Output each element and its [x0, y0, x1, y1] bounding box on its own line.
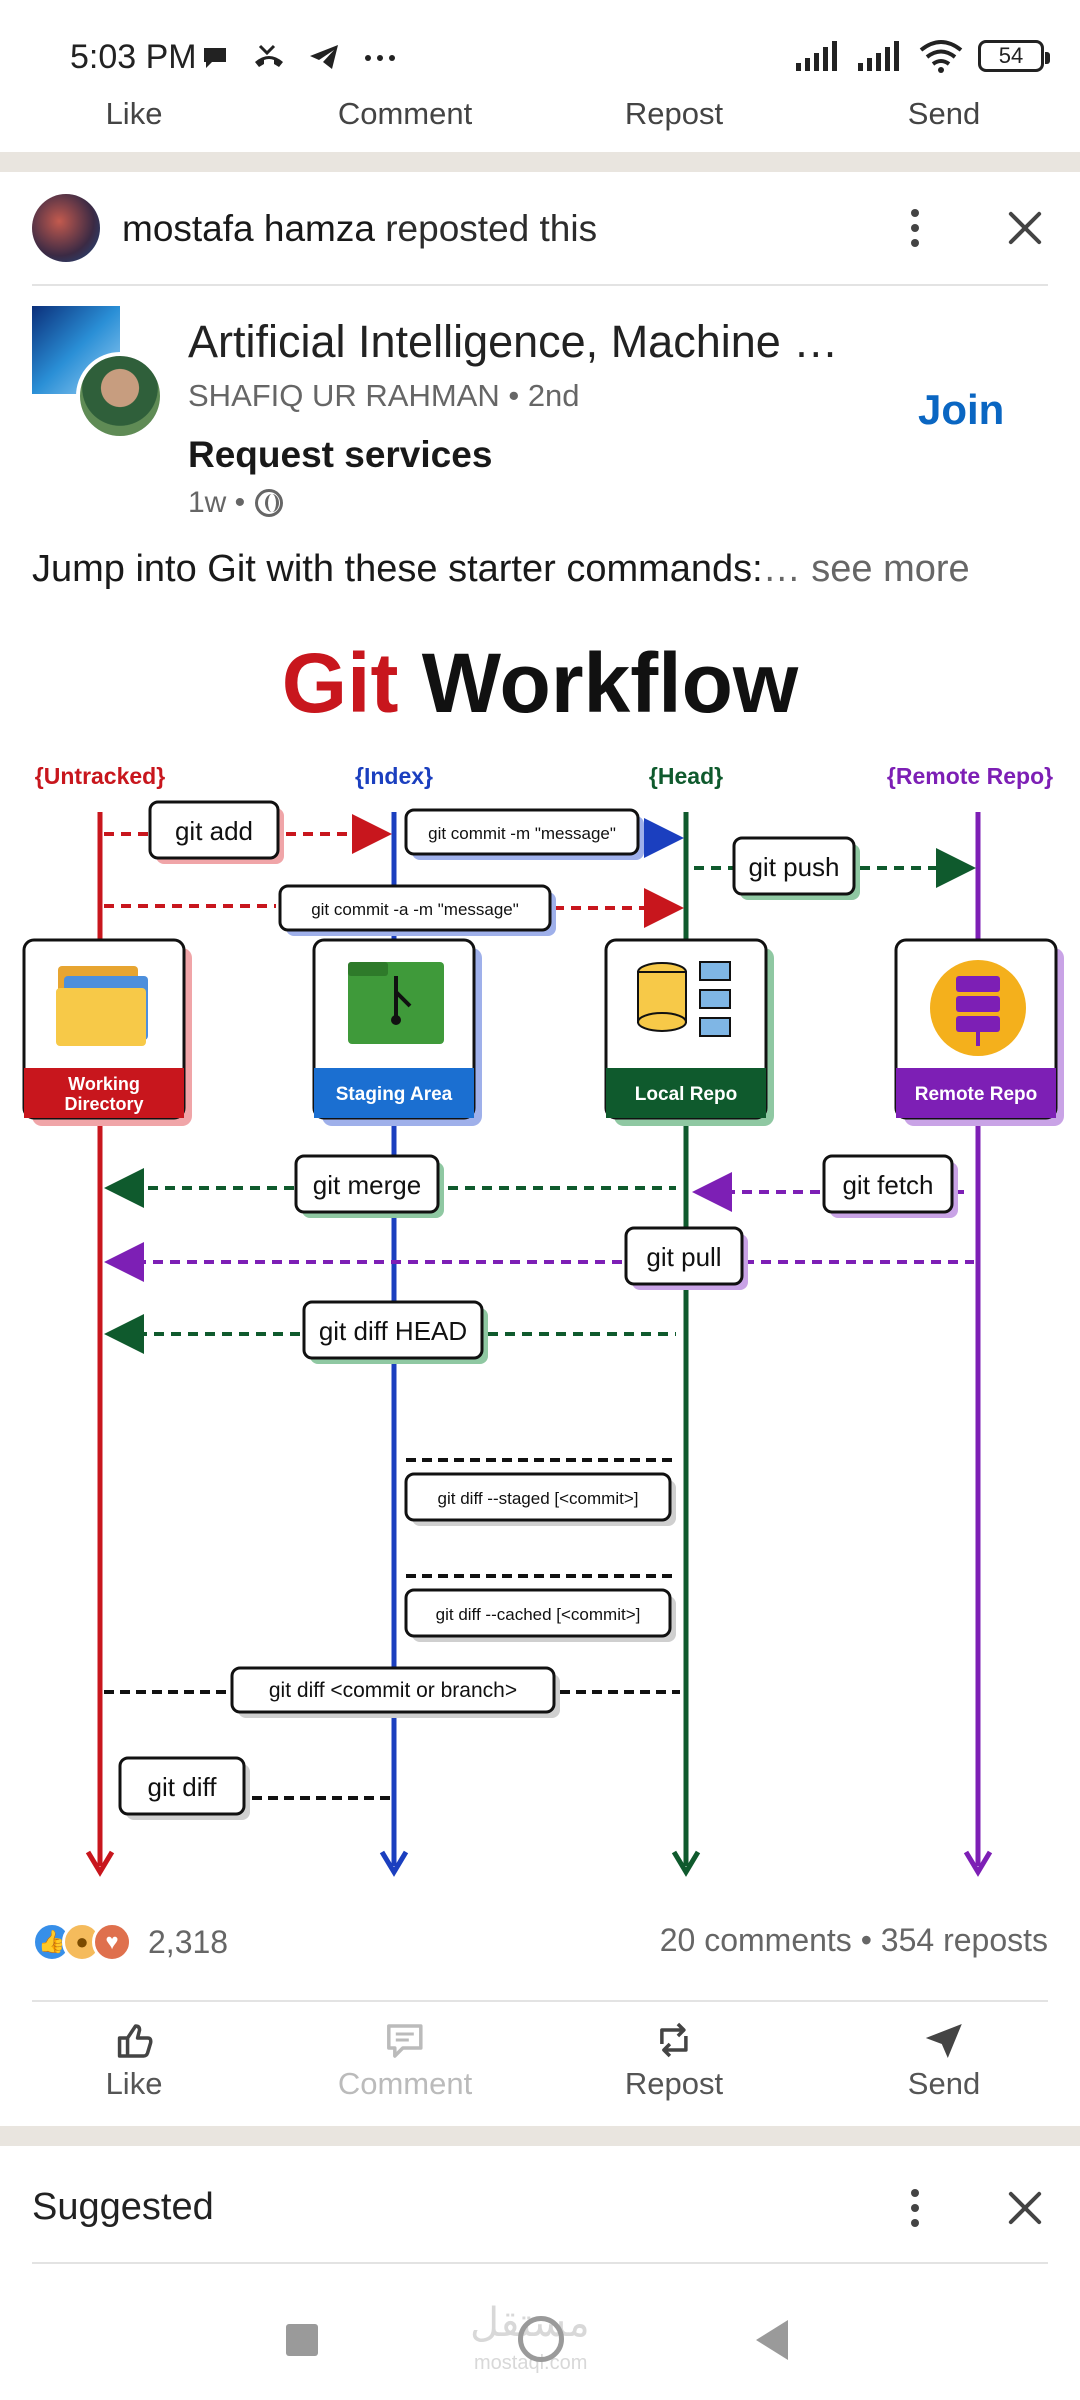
join-button[interactable]: Join — [918, 386, 1005, 433]
reactions-summary[interactable]: 👍 ● ♥ 2,318 — [32, 1914, 228, 1970]
like-action[interactable]: Like — [105, 2018, 163, 2102]
signal-icon — [858, 41, 899, 71]
reposter-name[interactable]: mostafa hamza — [122, 208, 375, 249]
remote-repo-box: Remote Repo — [894, 938, 1064, 1126]
love-reaction-icon: ♥ — [92, 1922, 132, 1962]
feed-divider — [0, 2126, 1080, 2146]
working-directory-box: Working Directory — [22, 938, 192, 1126]
git-workflow-diagram: Git Workflow {Untracked} {Index} {Head} … — [22, 636, 1064, 1877]
header-separator — [32, 284, 1048, 286]
status-time: 5:03 PM — [70, 38, 197, 76]
repost-label[interactable]: mostafa hamza reposted this — [122, 208, 597, 250]
cmd-git-add: git add — [175, 816, 253, 846]
chat-bubble-icon — [204, 48, 226, 68]
comment-label: Comment — [337, 2066, 473, 2101]
tag-head: {Head} — [649, 763, 723, 789]
like-button[interactable]: Like — [105, 96, 163, 131]
send-label: Send — [907, 2066, 981, 2101]
box-label-staging: Staging Area — [336, 1084, 453, 1105]
cmd-git-diff-head: git diff HEAD — [319, 1316, 467, 1346]
cmd-git-diff-cached: git diff --cached [<commit>] — [436, 1605, 641, 1624]
cmd-git-commit-am: git commit -a -m "message" — [311, 900, 519, 919]
system-navigation-bar: مستقل mostaql.com — [0, 2276, 1080, 2400]
more-options-icon[interactable] — [895, 2180, 935, 2236]
comment-button[interactable]: Comment — [337, 96, 473, 131]
tag-remote: {Remote Repo} — [887, 763, 1053, 789]
suggested-header: Suggested — [0, 2148, 1080, 2258]
reaction-count[interactable]: 2,318 — [148, 1923, 229, 1960]
send-action[interactable]: Send — [908, 2018, 980, 2102]
battery-icon: 54 — [978, 40, 1050, 72]
suggested-separator — [32, 2262, 1048, 2264]
comment-icon — [387, 2024, 423, 2058]
cmd-git-push: git push — [748, 852, 839, 882]
box-label-working-1: Working — [68, 1074, 140, 1094]
suggested-label: Suggested — [32, 2186, 214, 2228]
status-bar: 5:03 PM 54 — [0, 0, 1080, 92]
comments-reposts-count[interactable]: 20 comments • 354 reposts — [659, 1922, 1048, 1958]
post-age: 1w • — [188, 486, 246, 519]
more-options-icon[interactable] — [895, 200, 935, 256]
repost-icon — [660, 2022, 688, 2058]
home-icon[interactable] — [518, 2316, 564, 2362]
repost-label: Repost — [624, 2066, 724, 2101]
author-avatar[interactable] — [76, 352, 164, 440]
author-line: SHAFIQ UR RAHMAN • 2nd — [188, 378, 580, 413]
watermark-url: mostaql.com — [474, 2352, 588, 2374]
cmd-git-diff: git diff — [148, 1772, 218, 1802]
close-icon[interactable] — [997, 2180, 1053, 2236]
cmd-git-diff-staged: git diff --staged [<commit>] — [438, 1489, 639, 1508]
globe-icon — [255, 489, 284, 517]
repost-button[interactable]: Repost — [624, 96, 724, 131]
tag-index: {Index} — [355, 763, 433, 789]
thumbs-up-icon — [118, 2024, 153, 2058]
back-icon[interactable] — [756, 2320, 788, 2360]
previous-post-actions: Like Comment Repost Send — [0, 90, 1080, 150]
group-name[interactable]: Artificial Intelligence, Machine … — [188, 316, 839, 367]
post-body: Jump into Git with these starter command… — [32, 548, 763, 590]
feed-divider — [0, 152, 1080, 172]
post-actions: Like Comment Repost Send — [0, 2010, 1080, 2122]
missed-call-icon — [255, 44, 283, 67]
more-dots-icon — [365, 55, 395, 61]
cmd-git-diff-branch: git diff <commit or branch> — [269, 1679, 517, 1702]
diagram-title: Git Workflow — [282, 636, 799, 730]
post-text[interactable]: Jump into Git with these starter command… — [32, 548, 970, 591]
close-icon[interactable] — [997, 200, 1053, 256]
tag-untracked: {Untracked} — [35, 763, 165, 789]
staging-area-box: Staging Area — [312, 938, 482, 1126]
cmd-git-fetch: git fetch — [842, 1170, 933, 1200]
like-label: Like — [105, 2066, 163, 2101]
request-services-link[interactable]: Request services — [188, 434, 493, 475]
engagement-separator — [32, 2000, 1048, 2002]
repost-action[interactable]: Repost — [625, 2018, 723, 2102]
battery-level: 54 — [998, 43, 1024, 68]
see-more-link[interactable]: … see more — [762, 548, 970, 590]
cmd-git-pull: git pull — [646, 1242, 721, 1272]
send-icon — [926, 2024, 962, 2058]
send-button[interactable]: Send — [907, 96, 981, 131]
box-label-local: Local Repo — [635, 1084, 737, 1105]
signal-icon — [796, 41, 837, 71]
box-label-remote: Remote Repo — [915, 1084, 1037, 1105]
cmd-git-merge: git merge — [313, 1170, 421, 1200]
recents-icon[interactable] — [286, 2324, 318, 2356]
cmd-git-commit-m: git commit -m "message" — [428, 824, 616, 843]
local-repo-box: Local Repo — [604, 938, 774, 1126]
telegram-icon — [310, 45, 338, 69]
repost-header: mostafa hamza reposted this — [0, 172, 1080, 284]
box-label-working-2: Directory — [64, 1094, 143, 1114]
repost-suffix: reposted this — [374, 208, 598, 249]
wifi-icon — [919, 40, 963, 73]
notification-icons — [200, 38, 398, 72]
comment-action[interactable]: Comment — [338, 2018, 472, 2102]
post-time: 1w • — [188, 486, 284, 520]
avatar[interactable] — [32, 194, 100, 262]
system-status-icons: 54 — [794, 38, 1050, 74]
post-image[interactable]: Git Workflow {Untracked} {Index} {Head} … — [0, 616, 1080, 1880]
